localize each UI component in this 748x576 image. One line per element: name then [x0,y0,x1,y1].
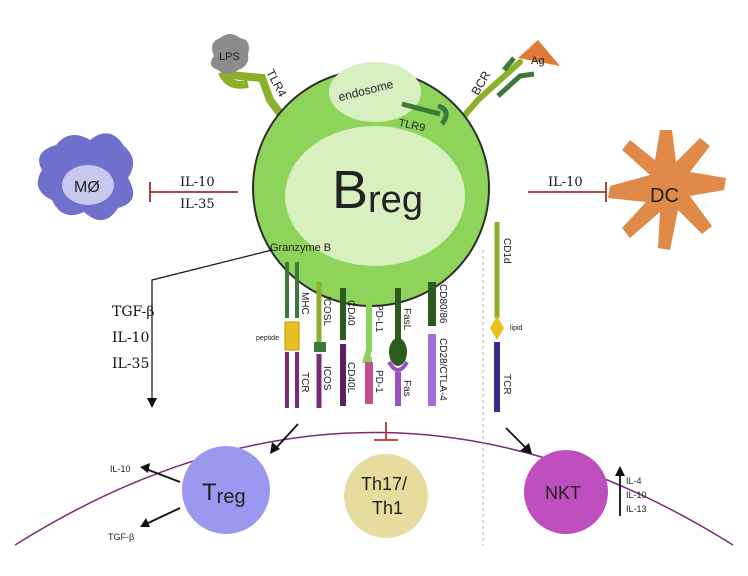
treg-out-tgf: TGF-β [108,532,134,542]
tlr9-label: TLR9 [397,117,426,134]
macrophage-nucleus [62,165,114,205]
arrow-to-nkt-head [520,443,532,454]
pdl1-pd1-pair [361,290,373,404]
secreted-2: IL-10 [112,330,149,346]
pdl1-label: PD-L1 [373,304,384,333]
nkt-out-il4: IL-4 [626,476,642,486]
treg-out-il10: IL-10 [110,464,131,474]
endosome [329,62,421,122]
nkt-cell [524,450,608,534]
treg-arrow-il10 [145,468,181,483]
inhibit-th [374,422,398,441]
inhibit-macrophage [149,182,238,202]
dc-label: DC [650,185,679,207]
cd40l-label: CD40L [345,362,356,394]
fasl-label: FasL [401,308,412,331]
cd1d-label: CD1d [501,238,512,264]
cd40-label: CD40 [345,300,356,326]
granzyme-label: Granzyme B [270,242,331,254]
tlr9-receptor [401,101,449,126]
treg-cell [182,446,270,534]
ag-label: Ag [531,55,544,67]
secreted-3: IL-35 [112,356,149,372]
nkt-out-il13: IL-13 [626,504,647,514]
pd1-label: PD-1 [373,370,384,393]
breg-title: Breg [332,160,423,221]
treg-arrow-tgf-head [140,518,150,527]
arrow-to-treg [275,423,299,449]
nkt-label: NKT [545,483,581,503]
mhc-label: MHC [299,292,310,315]
secretion-arrowhead [147,398,157,408]
arrow-to-treg-head [270,442,280,454]
inhibit-label-1: IL-10 [180,175,215,190]
treg-arrow-tgf [145,507,181,525]
cd1d-tcr-pair [490,222,504,412]
arrow-to-nkt [505,427,527,449]
target-cell-membrane [14,431,734,546]
lipid-label: lipid [510,325,523,332]
nkt-up-arrow-head [615,466,625,476]
peptide-label: peptide [256,335,279,342]
cd80-label: CD80/86 [437,284,448,324]
treg-arrow-il10-head [140,463,150,473]
nkt-out-il10: IL-10 [626,490,647,500]
antigen-icon [518,40,560,66]
inhibit-label-2: IL-35 [180,197,215,212]
mhc-tcr-pair [284,262,300,408]
icosl-icos-pair [314,282,326,408]
breg-nucleus [285,126,465,266]
tcr1-label: TCR [299,372,310,393]
fas-label: Fas [401,380,412,397]
icosl-label: ICOSL [321,296,332,326]
secretion-arrow [151,249,273,400]
inhibit-dc [528,182,607,202]
tcr2-label: TCR [501,374,512,395]
macrophage-label: MØ [74,179,100,196]
th-label-2: Th1 [372,498,403,518]
th17-th1-cell [344,454,428,538]
icos-label: ICOS [321,366,332,391]
fasl-fas-pair [387,288,409,406]
dendritic-cell [608,130,726,250]
treg-label: Treg [202,479,246,508]
lps-icon [210,34,249,74]
th-label-1: Th17/ [361,474,407,494]
secreted-1: TGF-β [112,304,154,320]
lps-label: LPS [219,51,240,63]
bcr-receptor [449,56,535,133]
dc-inhibit-label: IL-10 [548,175,583,190]
cd28-label: CD28/CTLA-4 [437,338,448,401]
